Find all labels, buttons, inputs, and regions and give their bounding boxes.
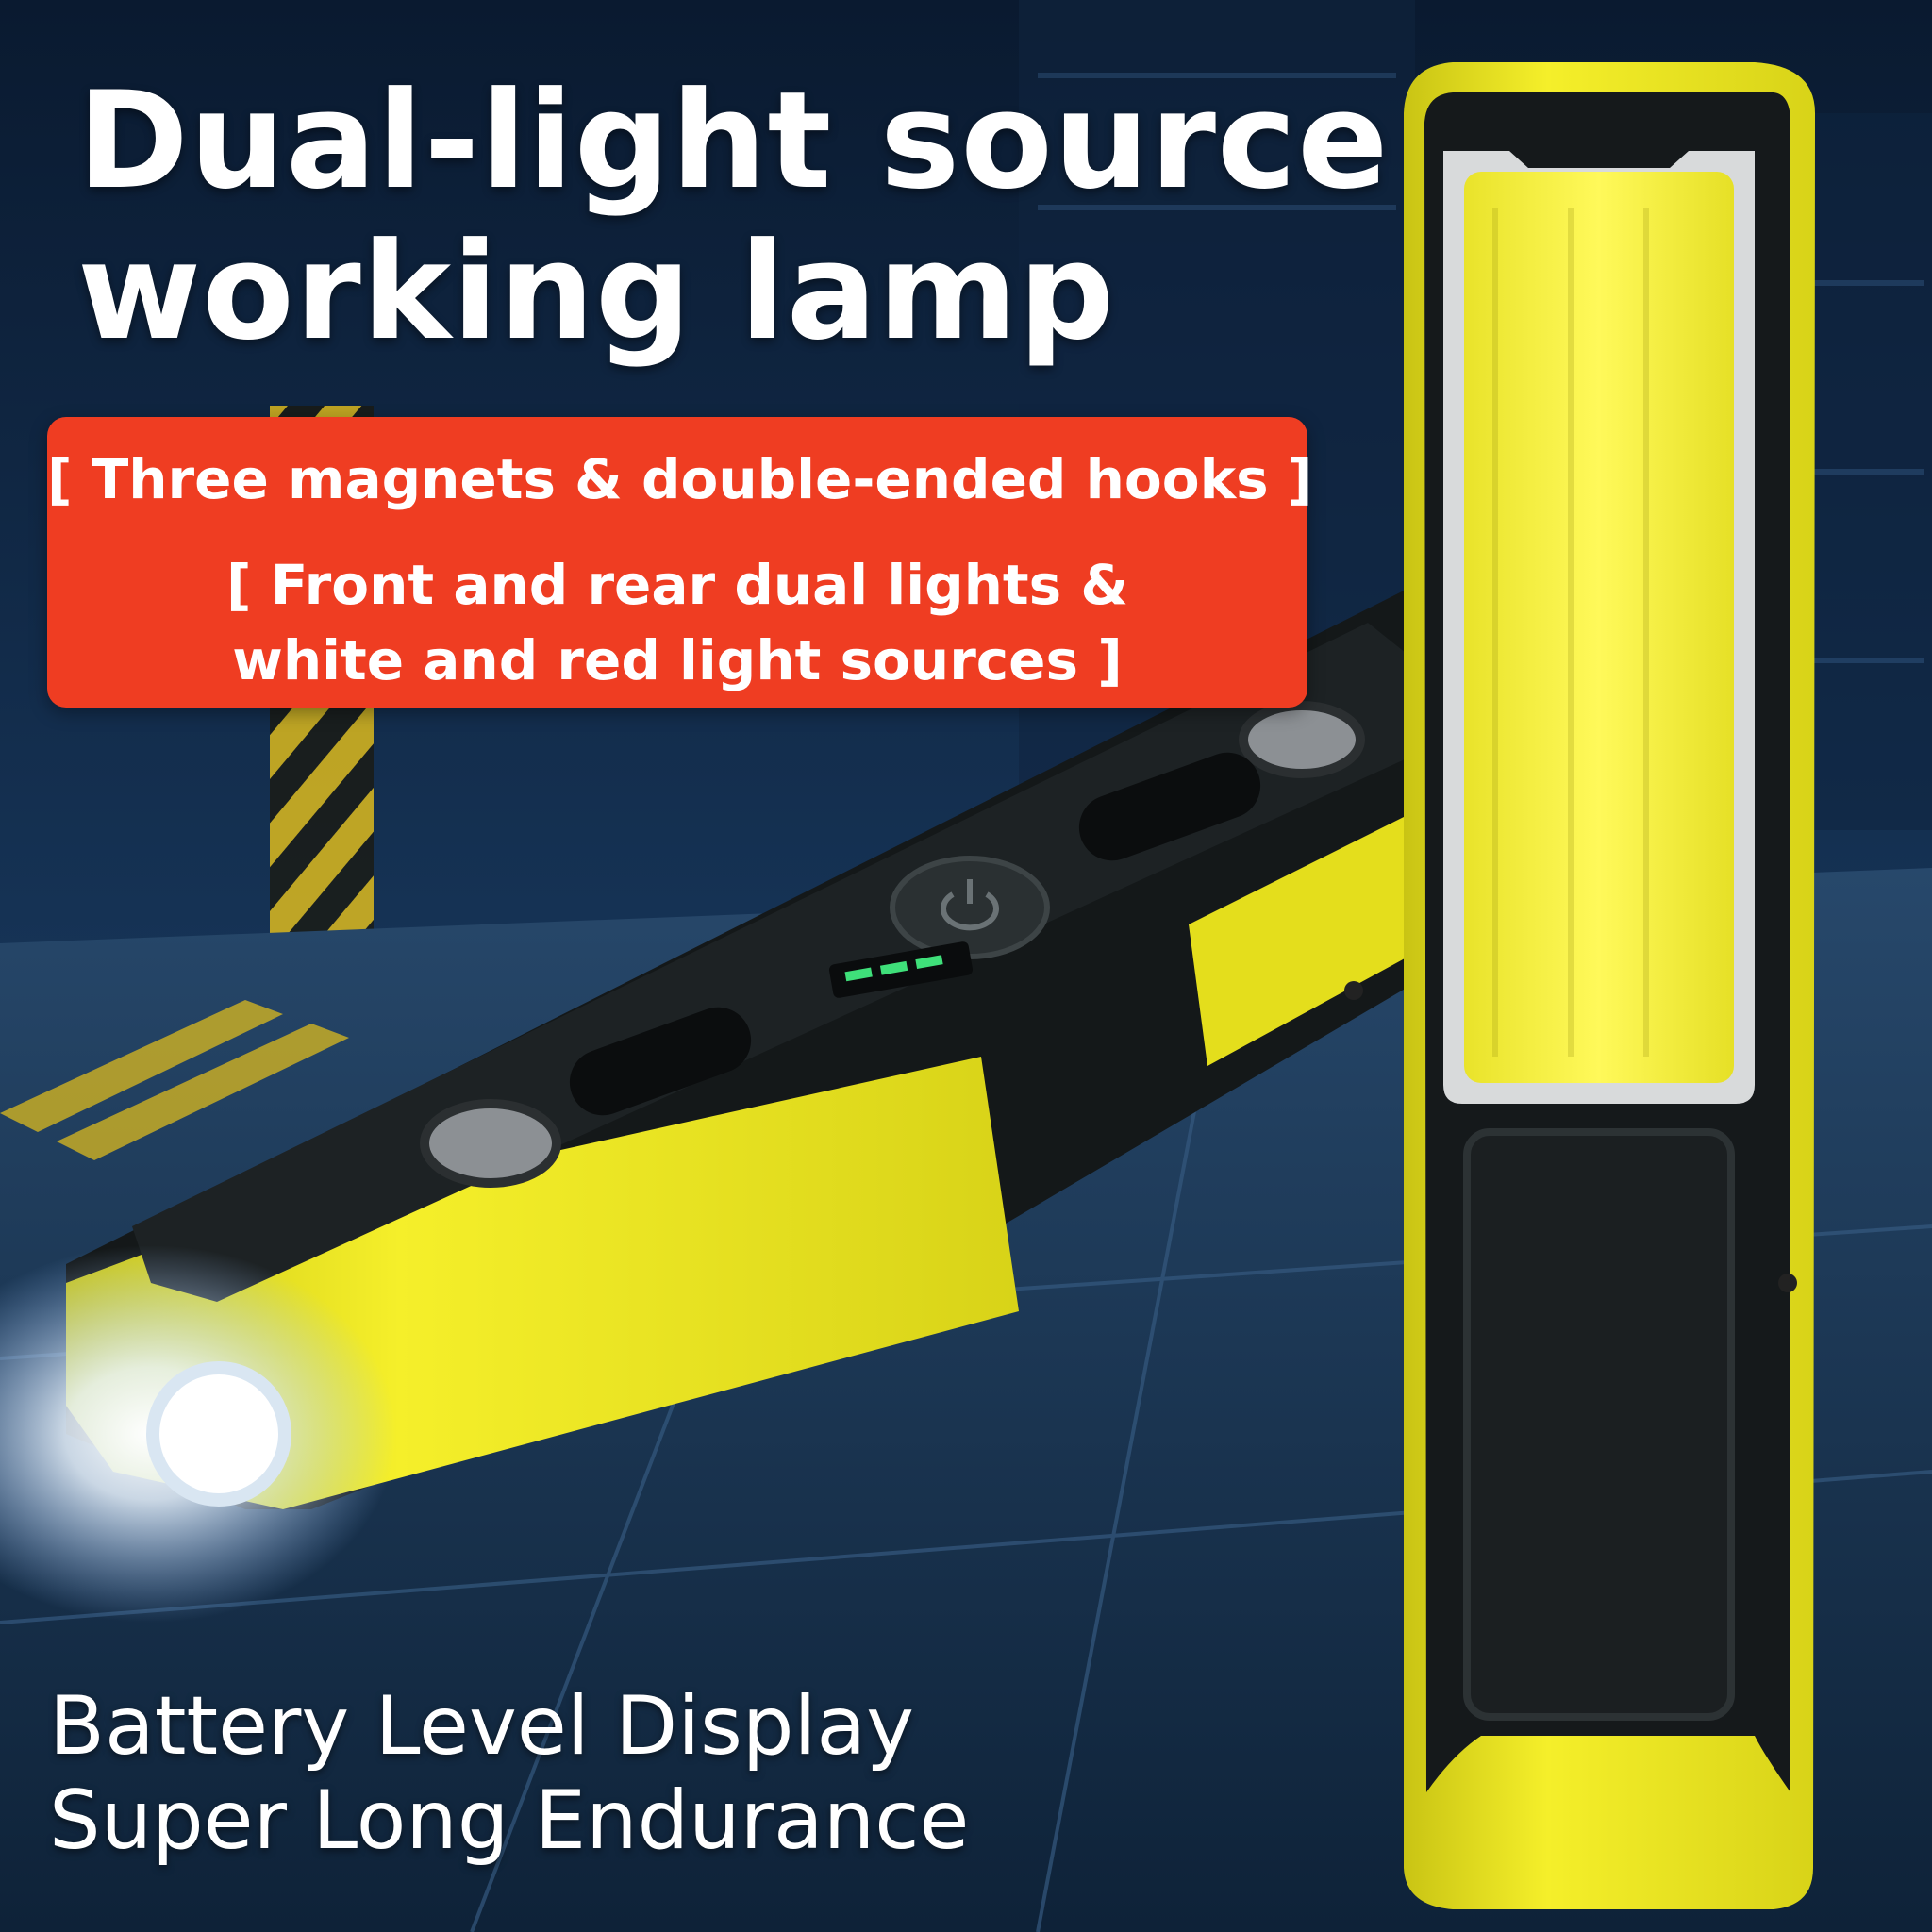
lying-work-lamp: [0, 585, 1434, 1623]
headline-line-1: Dual-light source: [77, 63, 1390, 219]
front-led: [146, 1361, 291, 1507]
banner-line-3: white and red light sources ]: [232, 628, 1123, 692]
banner-line-2-group: [ Front and rear dual lights & white and…: [47, 547, 1307, 698]
led-dots: [1492, 208, 1649, 1057]
cob-light-panel: [1464, 172, 1734, 1083]
screw: [1778, 1274, 1797, 1292]
banner-line-1: [ Three magnets & double-ended hooks ]: [47, 447, 1313, 511]
magnet-icon: [1239, 701, 1365, 778]
hook-icon: [569, 1007, 752, 1116]
feature-endurance: Super Long Endurance: [49, 1774, 970, 1868]
screw: [1344, 981, 1363, 1000]
feature-banner: [ Three magnets & double-ended hooks ] […: [47, 417, 1313, 708]
hook-icon: [1078, 752, 1261, 861]
feature-list: Battery Level Display Super Long Enduran…: [49, 1679, 1087, 1868]
grip: [1463, 1128, 1735, 1721]
power-icon: [890, 856, 1050, 959]
banner-line-2: [ Front and rear dual lights &: [226, 553, 1128, 617]
magnet-icon: [420, 1099, 561, 1188]
headline-line-2: working lamp: [77, 214, 1116, 370]
headline: Dual-light source working lamp: [77, 66, 1398, 368]
feature-battery-display: Battery Level Display: [49, 1679, 914, 1774]
standing-work-lamp: [1344, 62, 1815, 1909]
